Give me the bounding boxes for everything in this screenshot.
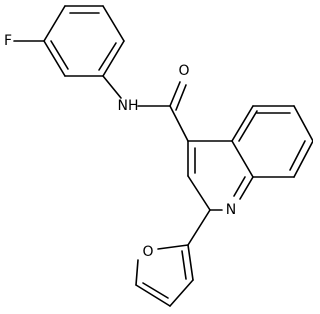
bond (135, 259, 139, 286)
quinoline-pyridine-ring (187, 140, 254, 211)
quinoline-benzo-ring (231, 105, 313, 178)
bond (102, 5, 125, 42)
bond (43, 5, 66, 42)
bond (187, 244, 194, 281)
bond-carbonyl-double (175, 84, 187, 111)
bond (157, 244, 189, 250)
bond (231, 105, 254, 142)
fluorophenyl-ring (43, 5, 125, 77)
carbonyl-oxygen-label: O (178, 63, 189, 79)
bond (187, 175, 211, 211)
double-bond-inner (233, 176, 246, 197)
furan-oxygen-label: O (142, 244, 153, 260)
bond (102, 40, 125, 77)
bond (293, 105, 313, 142)
bond-carbonyl (169, 81, 181, 107)
furan-ring (135, 244, 194, 307)
bond (293, 140, 313, 178)
bond-ring-nh (102, 75, 122, 99)
double-bond-inner (289, 140, 306, 171)
bond (239, 176, 254, 200)
bond (231, 140, 254, 178)
quinoline-nitrogen-label: N (226, 202, 236, 218)
bond-quinoline-furan (187, 209, 211, 246)
bond (169, 279, 194, 307)
chemical-structure: F NH O N O (4, 5, 313, 307)
amide-nh-label: NH (118, 98, 139, 114)
double-bond-inner (238, 110, 258, 142)
double-bond-inner (98, 42, 117, 71)
double-bond-inner (50, 40, 69, 70)
double-bond-inner (181, 250, 187, 280)
bond (135, 284, 171, 307)
fluorine-label: F (4, 33, 12, 49)
bond-carbonyl-c4 (169, 105, 189, 142)
bond (43, 40, 66, 77)
double-bond-inner (142, 282, 169, 299)
